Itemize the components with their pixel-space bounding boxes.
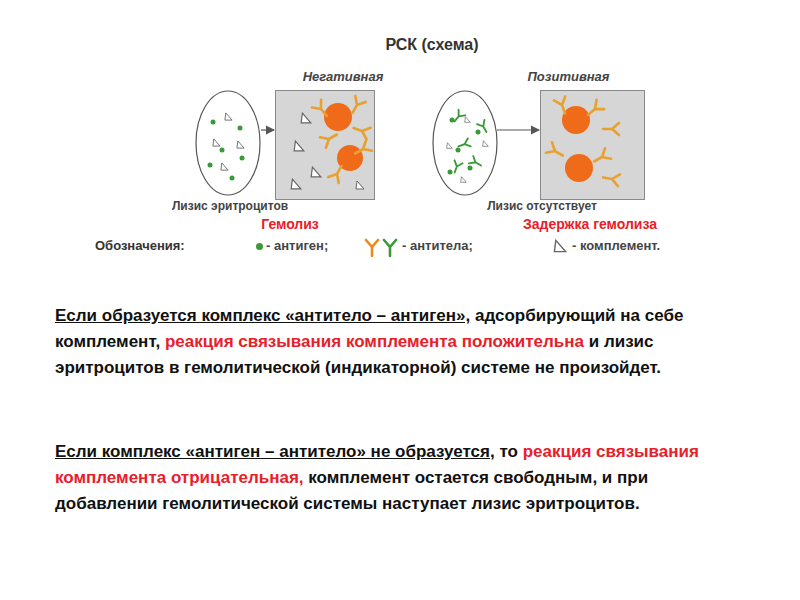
paragraph-text: Если комплекс «антиген – антитело» не об… xyxy=(55,442,495,461)
complement-symbol xyxy=(554,240,565,251)
result-label: Гемолиз xyxy=(261,216,319,232)
legend-text: - антитела; xyxy=(402,238,473,253)
node-heading: Позитивная xyxy=(528,69,610,84)
antibody-symbol xyxy=(366,240,396,256)
sample-oval xyxy=(196,91,260,195)
result-label: Лизис эритроцитов xyxy=(172,199,288,213)
title: РСК (схема) xyxy=(385,36,478,54)
legend-text: - комплемент. xyxy=(572,238,660,253)
explanation-paragraph: Если комплекс «антиген – антитело» не об… xyxy=(55,439,730,517)
hemolysis-system xyxy=(540,90,645,200)
paragraph-text: Если образуется комплекс «антитело – ант… xyxy=(55,306,470,325)
result-label: Лизис отсутствует xyxy=(487,199,597,213)
legend-heading: Обозначения: xyxy=(95,238,185,253)
result-box: Позитивная xyxy=(540,90,645,200)
legend-swatch xyxy=(256,243,263,250)
arrow xyxy=(261,129,274,130)
sample-oval xyxy=(433,91,497,195)
result-box: Негативная xyxy=(275,90,375,200)
explanation-paragraph: Если образуется комплекс «антитело – ант… xyxy=(55,303,730,381)
node-heading: Негативная xyxy=(303,69,384,84)
hemolysis-system xyxy=(275,90,375,200)
result-label: Задержка гемолиза xyxy=(523,216,657,232)
legend-text: - антиген; xyxy=(266,238,328,253)
paragraph-text: то xyxy=(499,442,518,461)
arrow xyxy=(497,129,539,130)
paragraph-text: реакция связывания комплемента положител… xyxy=(165,332,584,351)
